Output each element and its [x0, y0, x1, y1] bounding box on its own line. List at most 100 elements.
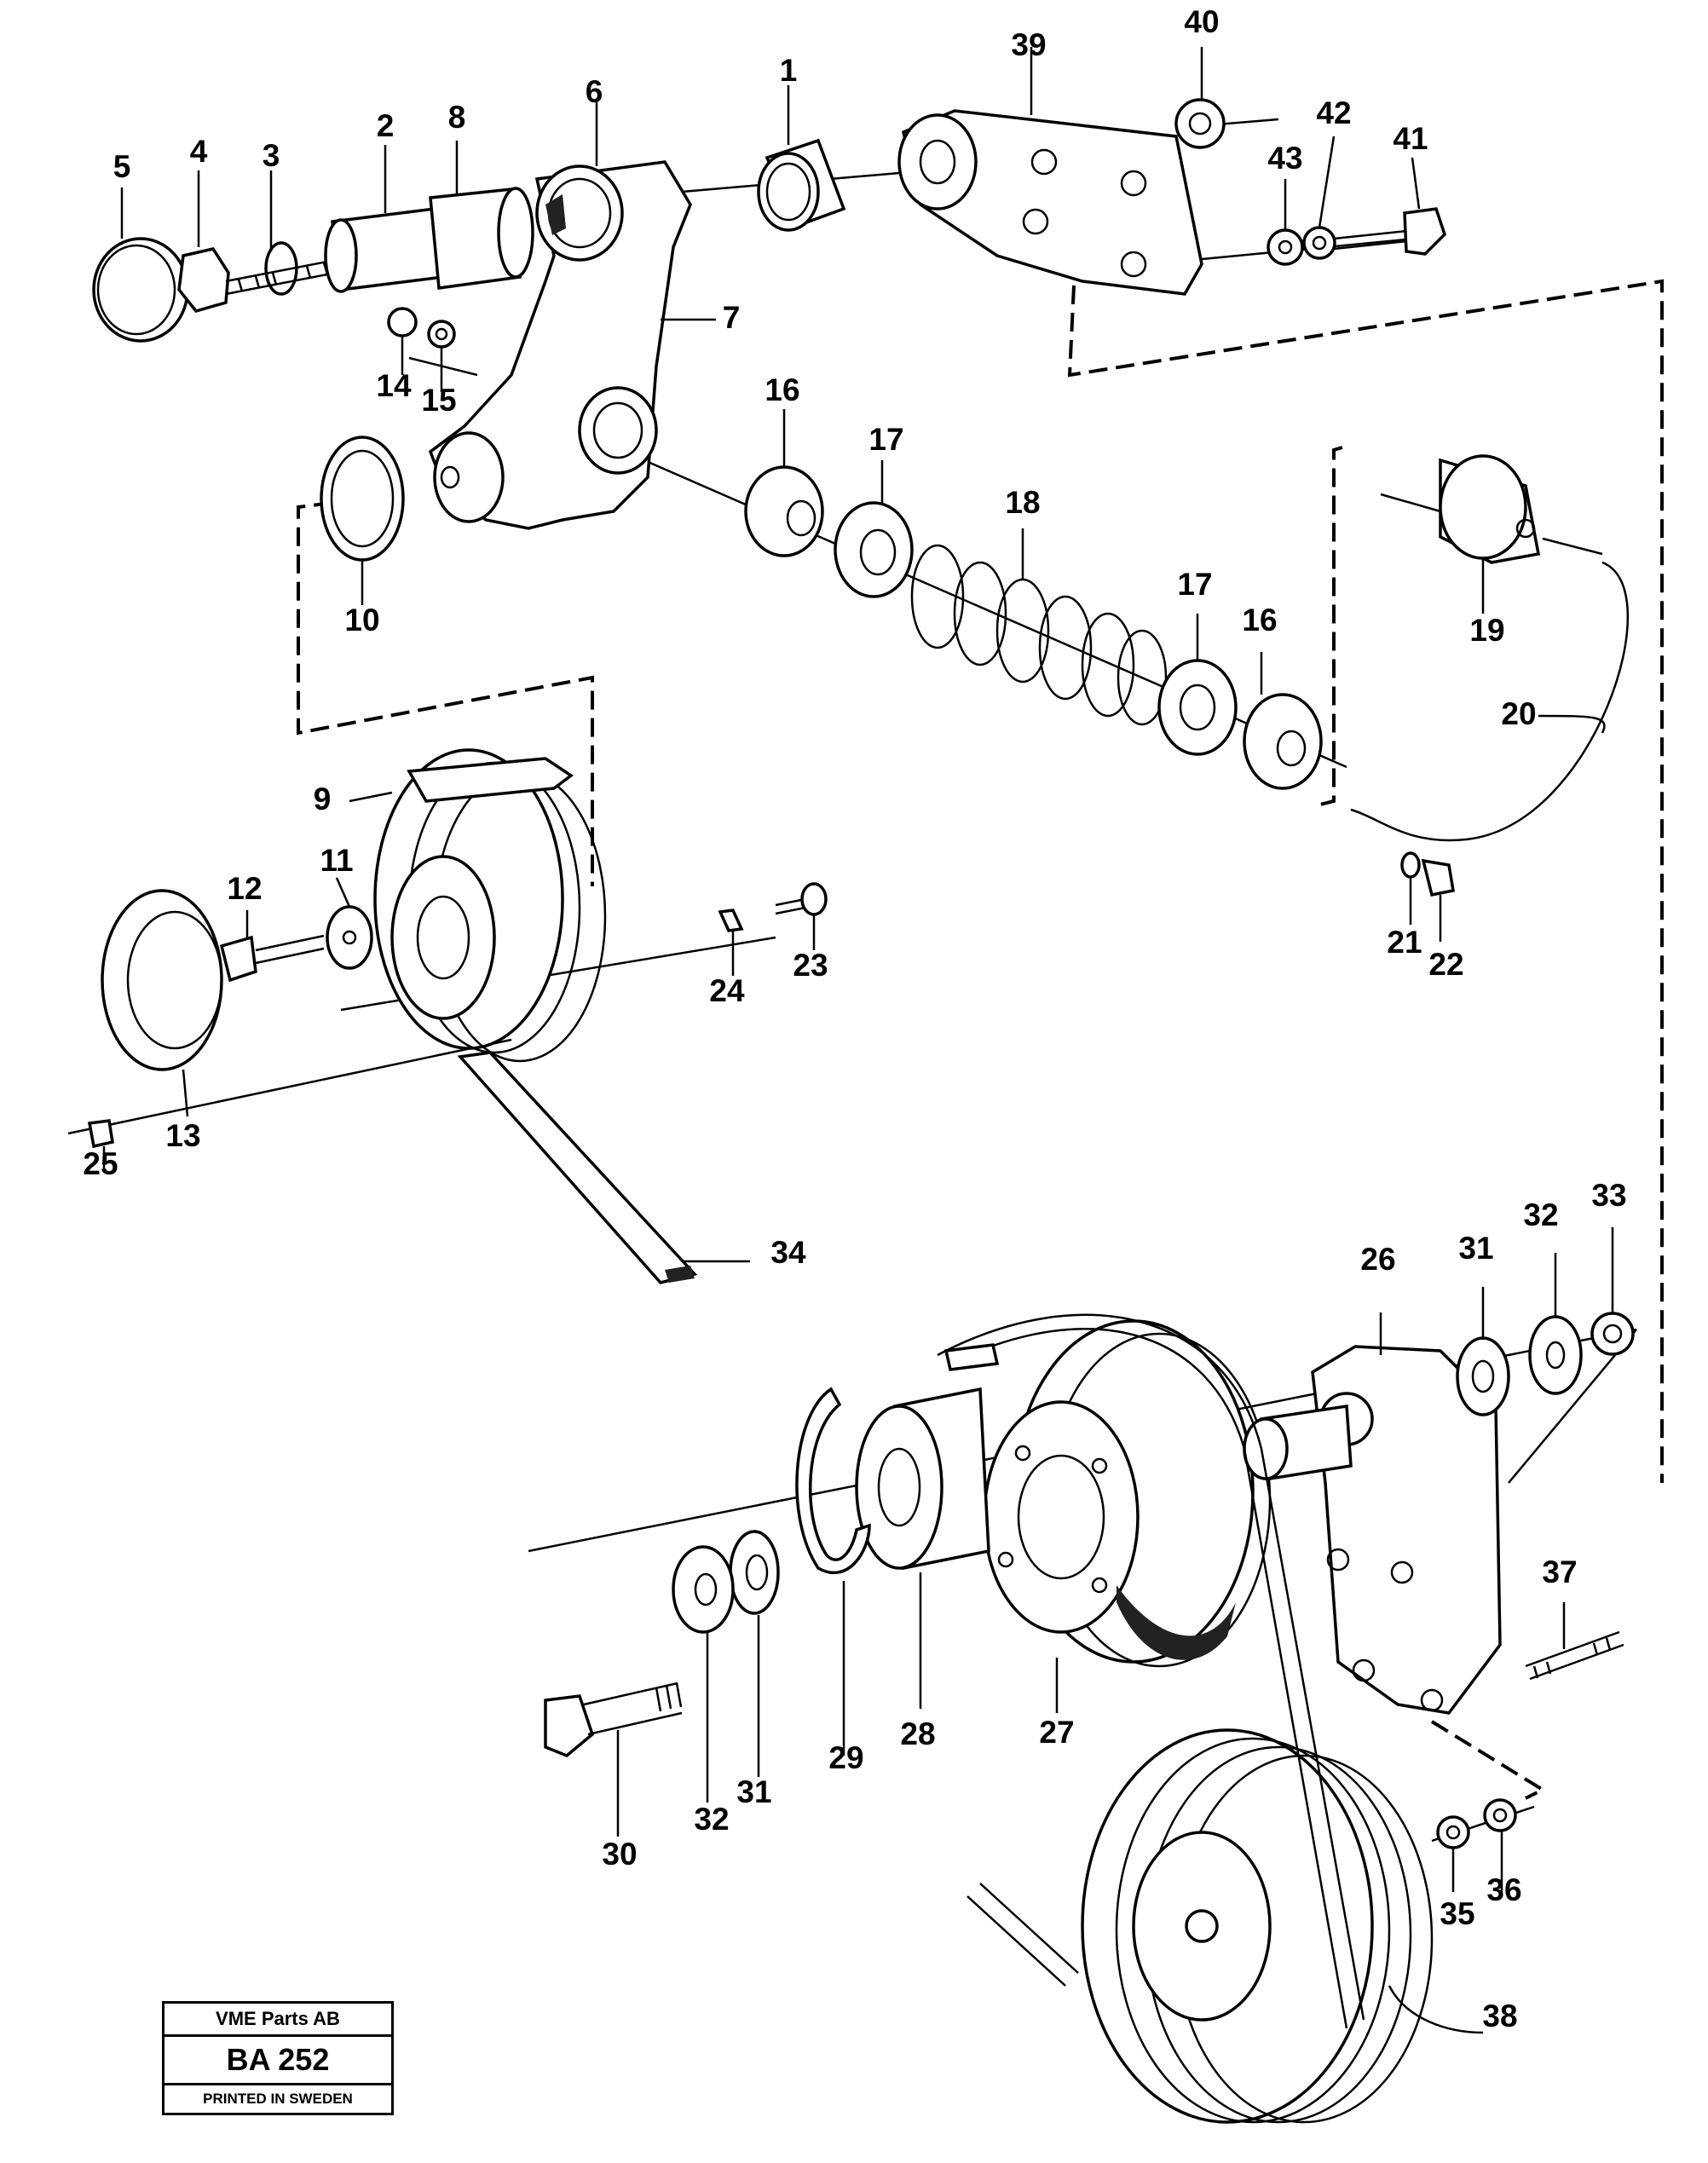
- part-28-bearing: [855, 1387, 990, 1571]
- part-number-labels: 1 2 3 4 5 6 7 8 9 10 11 12 13 14 15 16 1…: [83, 4, 1626, 2033]
- part-27-pulley: [983, 1319, 1272, 1668]
- part-12-bolt: [219, 934, 325, 983]
- label-part-39: 39: [1011, 27, 1046, 62]
- part-11-washer: [326, 905, 373, 970]
- part-17-spring-seat-right: [1157, 659, 1238, 756]
- label-part-24: 24: [709, 973, 745, 1008]
- label-part-11: 11: [320, 843, 353, 878]
- part-10-washer: [320, 435, 405, 562]
- label-part-30: 30: [602, 1837, 637, 1872]
- label-part-10: 10: [344, 603, 379, 637]
- part-38-belt: [937, 1313, 1365, 2029]
- part-16-bushing-right: [1243, 693, 1323, 790]
- label-part-5: 5: [113, 149, 131, 184]
- label-part-6: 6: [586, 74, 603, 109]
- assembly-dashed-lines: [297, 279, 1664, 1800]
- label-part-42: 42: [1316, 95, 1351, 130]
- part-41-bolt: [1333, 207, 1447, 256]
- label-part-1: 1: [780, 53, 798, 88]
- part-23-screw: [775, 882, 828, 916]
- part-35-nut: [1436, 1815, 1470, 1849]
- label-part-15: 15: [421, 383, 456, 418]
- label-part-8: 8: [448, 100, 466, 135]
- part-38-drive-pulley: [1081, 1728, 1434, 2124]
- label-part-3: 3: [263, 138, 280, 173]
- label-part-41: 41: [1393, 121, 1428, 156]
- label-part-16-left: 16: [765, 372, 799, 407]
- label-part-21: 21: [1387, 925, 1422, 960]
- label-part-14: 14: [376, 368, 412, 403]
- label-part-38: 38: [1482, 1999, 1517, 2033]
- part-13-cover: [101, 889, 223, 1071]
- part-33-nut: [1590, 1312, 1635, 1356]
- part-17-spring-seat-left: [834, 501, 914, 598]
- part-16-bushing-left: [744, 465, 824, 557]
- label-part-12: 12: [227, 871, 262, 906]
- part-21-washer: [1400, 851, 1421, 879]
- label-part-33: 33: [1591, 1178, 1626, 1213]
- part-40-nut: [1174, 98, 1226, 149]
- label-part-7: 7: [723, 300, 741, 335]
- part-8-bushing: [429, 187, 534, 290]
- part-2-bushing: [324, 207, 445, 293]
- label-part-35: 35: [1440, 1896, 1474, 1931]
- label-part-32-lower: 32: [694, 1802, 729, 1837]
- label-part-19: 19: [1469, 613, 1504, 648]
- leader-lines: [102, 47, 1614, 2034]
- title-block: VME Parts AB BA 252 PRINTED IN SWEDEN: [162, 2001, 394, 2115]
- title-block-code: BA 252: [164, 2037, 391, 2085]
- label-part-22: 22: [1428, 947, 1463, 982]
- part-1-bushing: [757, 138, 846, 232]
- label-part-40: 40: [1184, 4, 1219, 39]
- label-part-31-lower: 31: [736, 1774, 771, 1809]
- label-part-13: 13: [165, 1118, 200, 1153]
- part-37-stud: [1525, 1630, 1624, 1681]
- part-6-7-tensioner-arm: [428, 160, 692, 530]
- label-part-17-left: 17: [868, 422, 903, 457]
- part-31-washer-upper: [1456, 1336, 1510, 1416]
- part-5-cap: [92, 237, 189, 343]
- label-part-20: 20: [1501, 696, 1536, 731]
- part-18-spring: [910, 544, 1168, 726]
- part-32-washer-upper: [1528, 1315, 1583, 1395]
- part-43-washer: [1267, 228, 1304, 266]
- part-15-washer: [427, 320, 456, 349]
- label-part-43: 43: [1267, 141, 1302, 176]
- part-22-nut: [1421, 858, 1456, 897]
- title-block-company: VME Parts AB: [164, 2004, 391, 2037]
- label-part-23: 23: [793, 948, 828, 983]
- label-part-17-right: 17: [1177, 567, 1212, 602]
- label-part-16-right: 16: [1242, 603, 1277, 637]
- part-25-plate: [87, 1119, 114, 1149]
- part-19-boot: [1439, 454, 1541, 564]
- label-part-31-upper: 31: [1458, 1231, 1493, 1266]
- label-part-27: 27: [1039, 1715, 1074, 1750]
- label-part-29: 29: [828, 1740, 863, 1775]
- part-9-idler-pulley: [373, 748, 607, 1063]
- label-part-37: 37: [1542, 1554, 1577, 1589]
- label-part-26: 26: [1360, 1242, 1395, 1277]
- part-4-nut: [177, 247, 230, 314]
- label-part-36: 36: [1486, 1872, 1521, 1907]
- part-34-belt: [457, 1051, 698, 1284]
- part-24-washer: [718, 908, 744, 932]
- label-part-32-upper: 32: [1523, 1197, 1558, 1232]
- part-32-washer-lower: [672, 1545, 735, 1634]
- part-26-bracket: [1243, 1345, 1502, 1715]
- part-20-cable: [1350, 537, 1630, 842]
- part-30-bolt: [544, 1681, 683, 1758]
- label-part-9: 9: [314, 782, 332, 816]
- label-part-2: 2: [377, 108, 395, 143]
- part-39-bracket: [897, 109, 1203, 296]
- part-36-washer: [1483, 1798, 1517, 1832]
- label-part-18: 18: [1005, 485, 1040, 520]
- title-block-printed: PRINTED IN SWEDEN: [203, 2091, 353, 2107]
- part-29-circlip: [795, 1387, 871, 1575]
- part-14-nut: [387, 307, 418, 337]
- label-part-34: 34: [770, 1235, 806, 1270]
- part-31-washer-lower: [729, 1530, 780, 1615]
- part-42-washer: [1302, 226, 1336, 260]
- label-part-25: 25: [83, 1146, 118, 1181]
- label-part-4: 4: [190, 134, 208, 169]
